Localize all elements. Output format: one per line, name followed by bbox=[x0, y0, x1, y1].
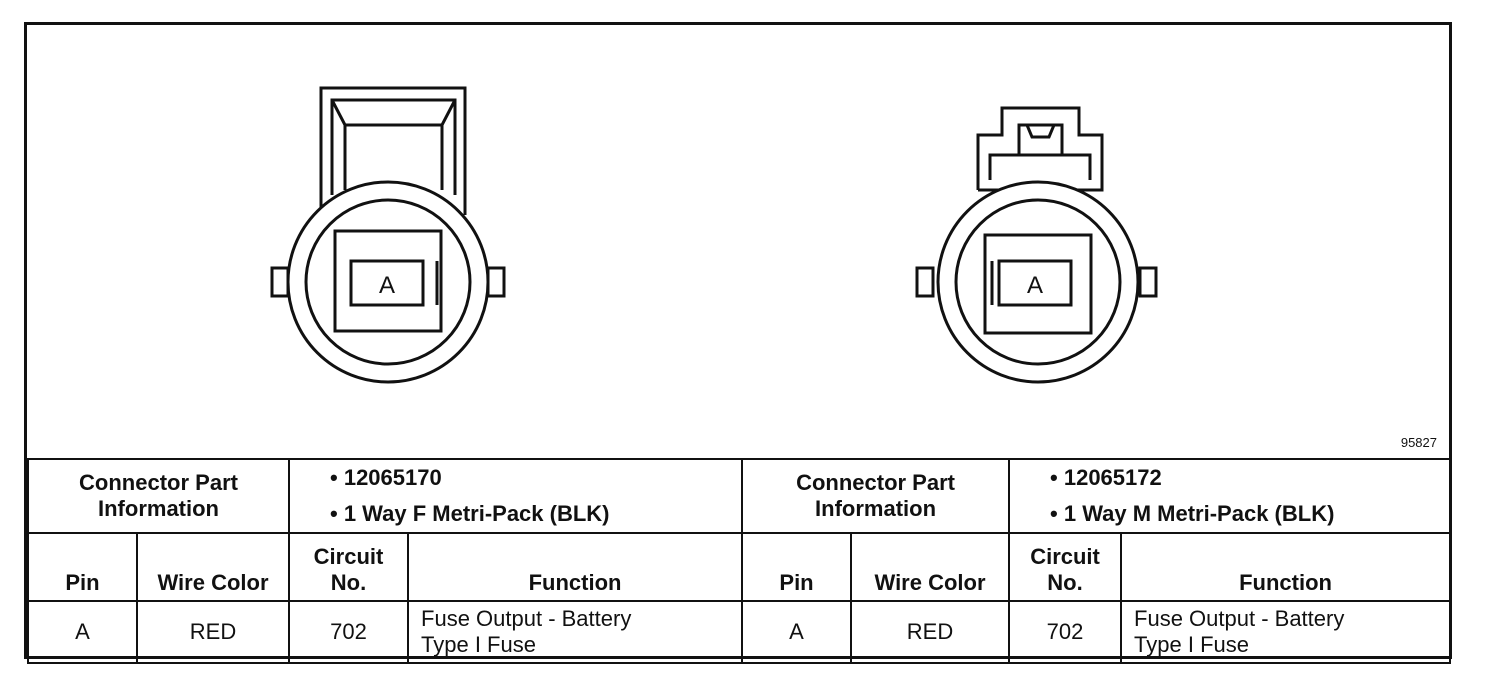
female-cavity-label-box bbox=[349, 259, 425, 307]
wire-color-cell: RED bbox=[850, 600, 1011, 664]
female-connector-drawing bbox=[270, 86, 506, 384]
wire-color-header: Wire Color bbox=[135, 532, 291, 602]
figure-id: 95827 bbox=[1400, 435, 1437, 450]
female-connector-cavity bbox=[333, 229, 443, 333]
male-connector-inner-ring bbox=[954, 198, 1122, 366]
female-connector-latch bbox=[319, 86, 467, 215]
pin-cell: A bbox=[27, 600, 138, 664]
male-connector-drawing bbox=[915, 106, 1158, 384]
circuit-header: Circuit No. bbox=[1008, 532, 1123, 602]
function-cell: Fuse Output - Battery Type I Fuse bbox=[407, 600, 744, 664]
circuit-header: Circuit No. bbox=[288, 532, 410, 602]
male-connector-left-tab bbox=[915, 266, 935, 298]
female-connector-right-tab bbox=[486, 266, 506, 298]
connector-table: Connector Part Information • 12065170 • … bbox=[26, 458, 1452, 664]
connector-diagram: A A bbox=[270, 86, 1158, 384]
table-row: A RED 702 Fuse Output - Battery Type I F… bbox=[27, 600, 1452, 664]
part-details: • 12065172 • 1 Way M Metri-Pack (BLK) bbox=[1008, 458, 1452, 534]
circuit-cell: 702 bbox=[1008, 600, 1123, 664]
male-connector-right-tab bbox=[1138, 266, 1158, 298]
pin-cell: A bbox=[741, 600, 853, 664]
part-info-row: Connector Part Information • 12065170 • … bbox=[26, 458, 1452, 534]
part-info-label: Connector Part Information bbox=[26, 458, 291, 534]
female-connector-left-tab bbox=[270, 266, 290, 298]
circuit-cell: 702 bbox=[288, 600, 410, 664]
wire-color-header: Wire Color bbox=[850, 532, 1011, 602]
header-row: Pin Wire Color Circuit No. Function Pin … bbox=[27, 532, 1452, 602]
part-details: • 12065170 • 1 Way F Metri-Pack (BLK) bbox=[288, 458, 744, 534]
function-header: Function bbox=[1120, 532, 1452, 602]
male-cavity-label-box bbox=[997, 259, 1073, 307]
diagram-frame: A A 95827 Connector Part Information • 1 bbox=[24, 22, 1452, 664]
wire-color-cell: RED bbox=[135, 600, 291, 664]
female-connector-inner-ring bbox=[304, 198, 472, 366]
function-cell: Fuse Output - Battery Type I Fuse bbox=[1120, 600, 1452, 664]
male-cavity-label: A bbox=[1027, 272, 1043, 299]
pin-header: Pin bbox=[27, 532, 138, 602]
male-connector-cavity bbox=[983, 233, 1093, 335]
pin-header: Pin bbox=[741, 532, 853, 602]
part-info-label: Connector Part Information bbox=[741, 458, 1011, 534]
male-connector-latch bbox=[976, 106, 1104, 192]
function-header: Function bbox=[407, 532, 744, 602]
female-cavity-label: A bbox=[379, 272, 395, 299]
